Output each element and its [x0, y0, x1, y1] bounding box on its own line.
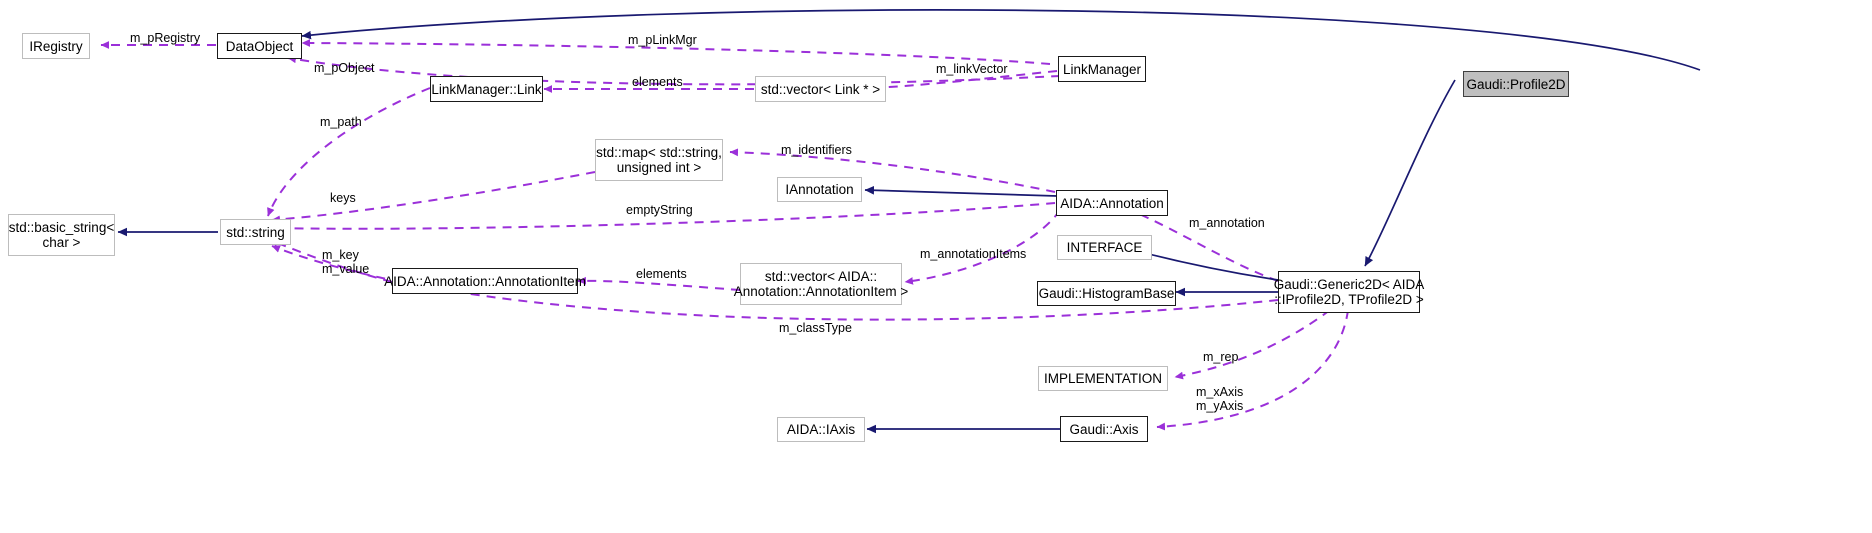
node-linkmanager[interactable]: LinkManager	[1058, 56, 1146, 82]
edge-label-m_yAxis: m_yAxis	[1196, 399, 1244, 413]
edge-label-m_rep: m_rep	[1203, 350, 1239, 364]
node-label: std::map< std::string,	[596, 145, 722, 160]
edge-label-m_key: m_key	[322, 248, 359, 262]
edge-label-m_pObject: m_pObject	[314, 61, 375, 75]
node-label: INTERFACE	[1066, 240, 1143, 255]
edge-label-m_annotationItems: m_annotationItems	[920, 247, 1027, 261]
node-label-line2: ::IProfile2D, TProfile2D >	[1274, 292, 1424, 307]
edge-emptyString	[271, 202, 1056, 233]
node-label: std::string	[226, 224, 285, 240]
node-std-string[interactable]: std::string	[220, 219, 291, 245]
node-label: std::vector< AIDA::	[764, 269, 878, 284]
edge-m_xAxis-m_yAxis	[1156, 309, 1349, 431]
node-label: Gaudi::Profile2D	[1466, 76, 1566, 92]
node-label-line2: char >	[42, 235, 81, 250]
edge-label-keys: keys	[330, 191, 356, 205]
edge-label-elements-annot: elements	[636, 267, 687, 281]
node-aida-iaxis[interactable]: AIDA::IAxis	[777, 417, 865, 442]
edge-label-m_value: m_value	[322, 262, 370, 276]
edge-inherit-profile2d-dataobject	[301, 9, 1701, 71]
node-aida-annotation[interactable]: AIDA::Annotation	[1056, 190, 1168, 216]
edge-m_classType	[271, 245, 1279, 321]
node-label-line2: unsigned int >	[616, 160, 702, 175]
node-label: AIDA::Annotation	[1060, 195, 1164, 211]
node-iannotation[interactable]: IAnnotation	[777, 177, 862, 202]
node-iregistry[interactable]: IRegistry	[22, 33, 90, 59]
node-implementation[interactable]: IMPLEMENTATION	[1038, 366, 1168, 391]
edge-label-m_pLinkMgr: m_pLinkMgr	[628, 33, 697, 47]
node-label-line2: Annotation::AnnotationItem >	[733, 284, 909, 299]
node-label: LinkManager::Link	[431, 81, 542, 97]
node-gaudi-axis[interactable]: Gaudi::Axis	[1060, 416, 1148, 442]
node-label: IAnnotation	[785, 182, 854, 197]
edge-inherit-annotation-iannotation	[864, 185, 1058, 197]
node-linkmanager-link[interactable]: LinkManager::Link	[430, 76, 543, 102]
node-vector-annotationitem[interactable]: std::vector< AIDA:: Annotation::Annotati…	[734, 263, 908, 305]
node-histogrambase[interactable]: Gaudi::HistogramBase	[1037, 281, 1176, 306]
edge-m_annotationItems	[904, 209, 1061, 285]
node-map-string-uint[interactable]: std::map< std::string, unsigned int >	[595, 139, 723, 181]
edge-label-elements-link: elements	[632, 75, 683, 89]
node-label: Gaudi::HistogramBase	[1038, 286, 1175, 301]
edge-m_pObject	[287, 55, 1061, 86]
edge-label-m_linkVector: m_linkVector	[936, 62, 1008, 76]
edge-label-m_identifiers: m_identifiers	[781, 143, 852, 157]
node-label: IRegistry	[29, 38, 83, 54]
edge-label-m_pRegistry: m_pRegistry	[130, 31, 201, 45]
edge-label-m_path: m_path	[320, 115, 362, 129]
node-annotationitem[interactable]: AIDA::Annotation::AnnotationItem	[384, 268, 586, 294]
node-label: DataObject	[225, 38, 294, 54]
edge-m_path	[267, 87, 431, 217]
node-label: std::vector< Link * >	[760, 81, 881, 97]
node-gaudi-generic2d[interactable]: Gaudi::Generic2D< AIDA ::IProfile2D, TPr…	[1274, 271, 1424, 313]
edge-elements-annot	[577, 276, 741, 291]
edge-label-m_xAxis: m_xAxis	[1196, 385, 1244, 399]
node-label: AIDA::IAxis	[786, 422, 856, 437]
node-vector-link[interactable]: std::vector< Link * >	[755, 76, 886, 102]
edge-label-m_classType: m_classType	[779, 321, 852, 335]
node-label: Gaudi::Generic2D< AIDA	[1273, 277, 1425, 292]
node-label: IMPLEMENTATION	[1043, 371, 1162, 386]
edge-m_linkVector	[869, 70, 1058, 92]
node-label: LinkManager	[1062, 61, 1142, 77]
edge-m_identifiers	[729, 148, 1056, 193]
node-label: AIDA::Annotation::AnnotationItem	[384, 273, 586, 289]
node-dataobject[interactable]: DataObject	[217, 33, 302, 59]
node-gaudi-profile2d[interactable]: Gaudi::Profile2D	[1463, 71, 1569, 97]
node-basic-string[interactable]: std::basic_string< char >	[8, 214, 115, 256]
edge-label-m_annotation: m_annotation	[1189, 216, 1265, 230]
edge-m_rep	[1174, 309, 1331, 380]
edge-label-emptyString: emptyString	[626, 203, 693, 217]
edge-keys	[271, 171, 596, 224]
node-label: std::basic_string<	[8, 220, 115, 235]
node-label: Gaudi::Axis	[1069, 421, 1139, 437]
node-interface[interactable]: INTERFACE	[1057, 235, 1152, 260]
edge-inherit-profile2d-generic2d	[1364, 79, 1456, 267]
